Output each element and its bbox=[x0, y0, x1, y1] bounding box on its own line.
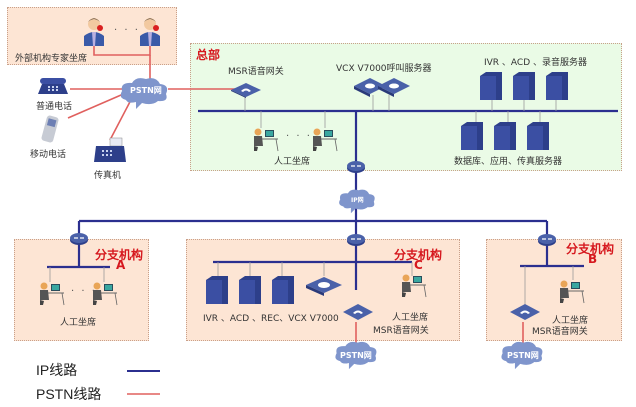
branch-b-agents-label: 人工坐席 bbox=[552, 316, 589, 326]
hq-agents-label: 人工坐席 bbox=[274, 157, 311, 167]
call-server-icon bbox=[354, 78, 410, 97]
fax-machine-label: 传真机 bbox=[94, 171, 122, 181]
pstn-cloud-icon bbox=[120, 78, 168, 109]
agent-workstation-icon bbox=[313, 128, 338, 152]
branch-c-msr-gateway-label: MSR语音网关 bbox=[373, 326, 429, 336]
pstn-cloud-icon bbox=[335, 341, 377, 370]
branch-b-box bbox=[486, 239, 622, 341]
branch-a-box bbox=[14, 239, 149, 341]
legend-ip-label: IP线路 bbox=[36, 362, 78, 378]
branch-b-letter: B bbox=[588, 252, 598, 266]
branch-a-title: 分支机构 bbox=[95, 248, 144, 262]
mobile-phone-label: 移动电话 bbox=[30, 150, 67, 160]
desk-phone-icon bbox=[38, 78, 68, 94]
branch-b-title: 分支机构 bbox=[566, 242, 615, 256]
expert-agent-icon bbox=[140, 18, 160, 46]
server-icon bbox=[494, 122, 516, 150]
branch-b-msr-gateway-label: MSR语音网关 bbox=[532, 327, 588, 337]
server-icon bbox=[527, 122, 549, 150]
drop-links bbox=[49, 95, 574, 305]
expert-agent-icon bbox=[84, 18, 104, 46]
voice-gateway-icon bbox=[343, 304, 373, 320]
branch-a-letter: A bbox=[116, 258, 126, 272]
agent-workstation-icon bbox=[40, 282, 65, 306]
branch-c-title: 分支机构 bbox=[394, 248, 443, 262]
hq-vcx-label: VCX V7000呼叫服务器 bbox=[336, 64, 432, 74]
server-icon bbox=[513, 72, 535, 100]
server-icon bbox=[206, 276, 228, 304]
pstn-link-mobile bbox=[67, 91, 129, 119]
pstn-cloud-label: PSTN网 bbox=[130, 86, 162, 95]
hq-title: 总部 bbox=[196, 48, 221, 62]
hq-router-icon bbox=[347, 161, 365, 173]
agent-workstation-icon bbox=[93, 282, 118, 306]
branch-a-agents-ellipsis: · · · bbox=[71, 286, 97, 297]
branch-c-pstn-label: PSTN网 bbox=[340, 351, 372, 360]
ivr-acd-recording-servers bbox=[480, 72, 568, 100]
hq-msr-gateway-label: MSR语音网关 bbox=[228, 67, 284, 77]
hq-db-group-label: 数据库、应用、传真服务器 bbox=[454, 157, 563, 167]
server-icon bbox=[272, 276, 294, 304]
branch-b-router-icon bbox=[538, 234, 556, 246]
branch-c-letter: C bbox=[414, 258, 423, 272]
voice-gateway-icon bbox=[510, 304, 540, 320]
branch-b-pstn-label: PSTN网 bbox=[507, 351, 539, 360]
agent-workstation-icon bbox=[254, 128, 279, 152]
fax-machine-icon bbox=[94, 137, 126, 162]
agent-workstation-icon bbox=[402, 274, 427, 298]
pstn-link-experts bbox=[93, 44, 151, 56]
legend-pstn-line bbox=[127, 393, 160, 395]
legend-pstn-label: PSTN线路 bbox=[36, 386, 102, 402]
db-app-fax-servers bbox=[461, 122, 549, 150]
server-icon bbox=[461, 122, 483, 150]
hq-ivr-group-label: IVR 、ACD 、录音服务器 bbox=[484, 58, 587, 68]
ip-cloud-label: IP网 bbox=[351, 197, 364, 204]
agent-workstation-icon bbox=[560, 280, 585, 304]
server-icon bbox=[239, 276, 261, 304]
server-icon bbox=[480, 72, 502, 100]
branch-a-router-icon bbox=[70, 233, 88, 245]
ip-cloud-icon bbox=[339, 189, 375, 214]
branch-c-router-icon bbox=[347, 234, 365, 246]
headquarters-box bbox=[190, 43, 622, 171]
external-agents-ellipsis: · · · bbox=[114, 25, 140, 36]
branch-c-agents-label: 人工坐席 bbox=[392, 313, 429, 323]
branch-a-agents-label: 人工坐席 bbox=[60, 318, 97, 328]
mobile-phone-icon bbox=[41, 115, 59, 143]
pstn-link-fax bbox=[109, 95, 134, 141]
pstn-cloud-icon bbox=[501, 341, 543, 370]
branch-c-servers-label: IVR 、ACD 、REC、VCX V7000 bbox=[203, 314, 339, 324]
desk-phone-label: 普通电话 bbox=[36, 102, 73, 112]
server-icon bbox=[546, 72, 568, 100]
pstn-links bbox=[67, 44, 524, 345]
legend-ip-line bbox=[127, 370, 160, 372]
branch-c-servers bbox=[206, 276, 294, 304]
voice-gateway-icon bbox=[231, 83, 261, 98]
branch-c-vcx-icon bbox=[306, 277, 342, 296]
hq-agents-ellipsis: · · · bbox=[286, 131, 312, 142]
external-experts-label: 外部机构专家坐席 bbox=[15, 54, 88, 64]
